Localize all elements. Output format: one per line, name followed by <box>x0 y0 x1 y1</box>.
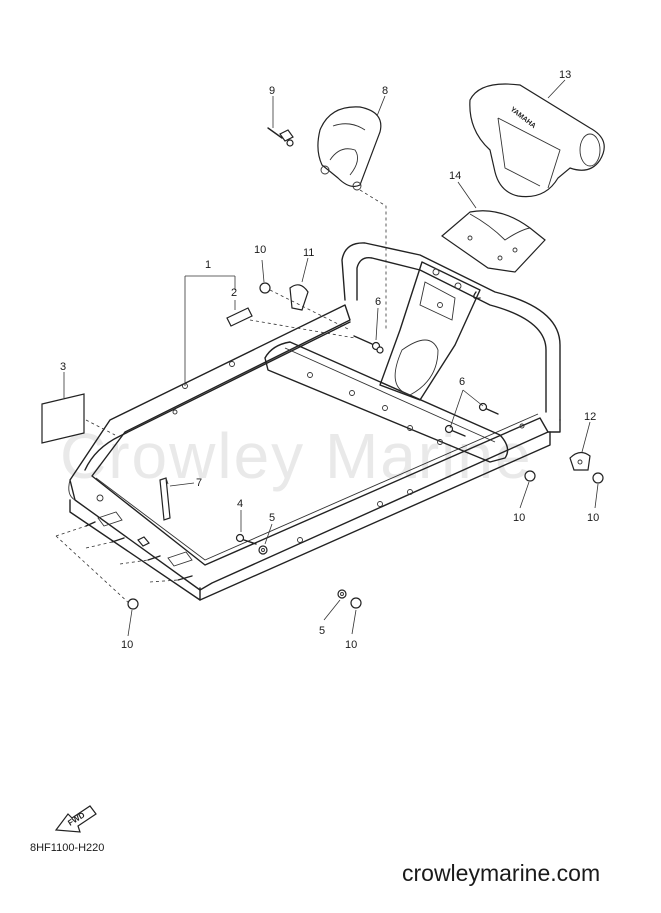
part-9-pin <box>267 127 294 147</box>
washers-part-5 <box>258 346 384 599</box>
part-8-cover <box>317 106 382 191</box>
callout-6: 6 <box>375 296 381 308</box>
part-7-hook <box>159 477 171 521</box>
callout-3: 3 <box>60 361 66 373</box>
callout-numbers: 13 9 8 14 1 10 11 2 6 3 6 12 7 4 5 10 10… <box>60 69 599 651</box>
callout-7: 7 <box>196 477 202 489</box>
callout-9: 9 <box>269 85 275 97</box>
callout-10: 10 <box>513 512 525 524</box>
site-footer[interactable]: crowleymarine.com <box>402 860 601 886</box>
callout-5: 5 <box>269 512 275 524</box>
diagram-code: 8HF1100-H220 <box>30 842 105 854</box>
part-13-handle-cover: YAMAHA <box>469 83 605 198</box>
callout-10: 10 <box>254 244 266 256</box>
callout-1: 1 <box>205 259 211 271</box>
part-11-clamp <box>289 284 309 311</box>
callout-14: 14 <box>449 170 461 182</box>
callout-5: 5 <box>319 625 325 637</box>
callout-4: 4 <box>237 498 243 510</box>
nuts-part-10 <box>127 282 604 610</box>
part-12-clamp <box>569 451 591 471</box>
callout-12: 12 <box>584 411 596 423</box>
part-3-sticker <box>41 393 85 444</box>
callout-13: 13 <box>559 69 571 81</box>
leader-lines <box>55 79 599 637</box>
callout-2: 2 <box>231 287 237 299</box>
fwd-arrow: FWD <box>54 805 97 833</box>
callout-10: 10 <box>345 639 357 651</box>
part-14-pad <box>441 210 546 273</box>
callout-8: 8 <box>382 85 388 97</box>
part-2-plate <box>226 307 253 327</box>
callout-10: 10 <box>121 639 133 651</box>
callout-10: 10 <box>587 512 599 524</box>
frame-assembly <box>68 242 561 601</box>
callout-11: 11 <box>303 247 314 259</box>
callout-6: 6 <box>459 376 465 388</box>
